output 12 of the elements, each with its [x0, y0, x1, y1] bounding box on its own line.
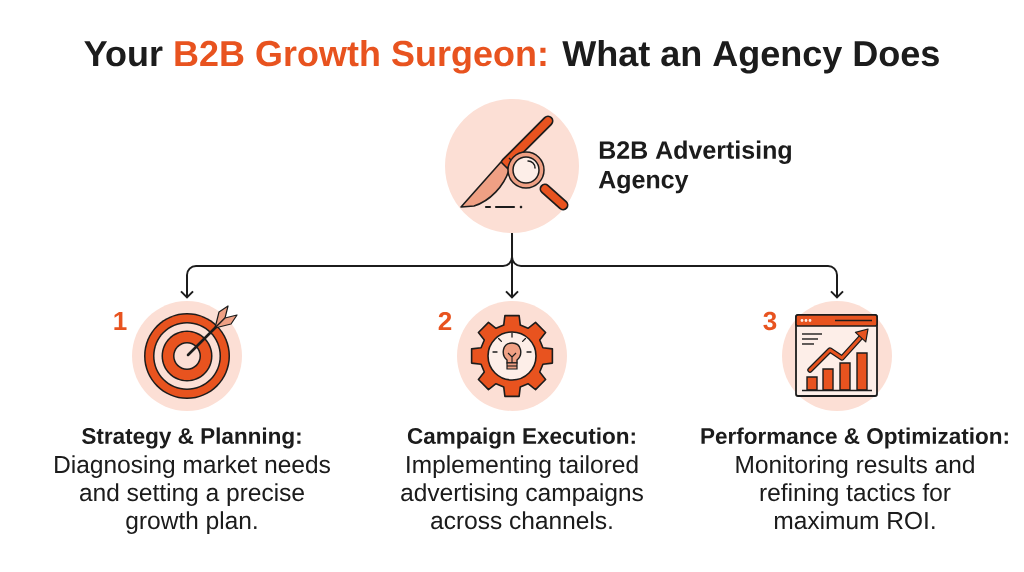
step-heading: Strategy & Planning:: [82, 427, 301, 449]
step-number: 3: [763, 311, 777, 331]
step-description: Implementing tailored advertising campaigns across channels.: [401, 455, 643, 530]
step-number: 2: [438, 311, 452, 331]
step-heading: Campaign Execution:: [407, 427, 635, 449]
step-description: Monitoring results and refining tactics for maximum ROI.: [736, 455, 974, 530]
step-number: 1: [114, 312, 127, 330]
title: Your B2B Growth Surgeon: What an Agency Does: [84, 39, 939, 74]
step-description: Diagnosing market needs and setting a precise growth plan.: [55, 455, 330, 535]
step-heading: Performance & Optimization:: [701, 427, 1008, 449]
node-label: B2B Advertising Agency: [598, 140, 791, 194]
arrow: [511, 232, 844, 299]
